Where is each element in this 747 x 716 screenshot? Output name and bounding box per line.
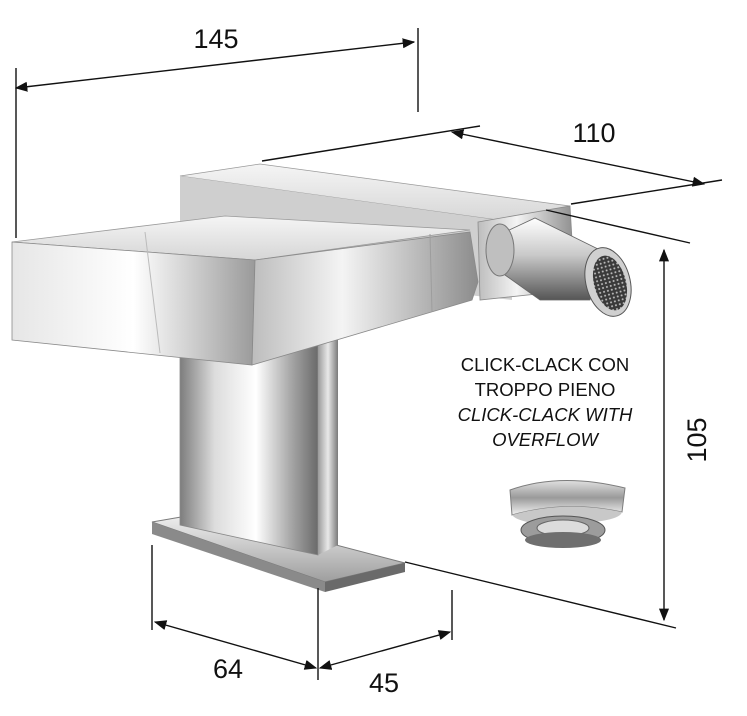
dimension-lines bbox=[14, 28, 723, 680]
faucet bbox=[11, 163, 632, 592]
column-front bbox=[179, 339, 319, 556]
dim-line-110 bbox=[450, 129, 706, 187]
caption-line-it-2: TROPPO PIENO bbox=[474, 379, 616, 400]
lever-front-right bbox=[251, 231, 479, 366]
base-plate-edge bbox=[152, 522, 325, 592]
lever-front-left bbox=[11, 241, 256, 366]
plug-caption: CLICK-CLACK CON TROPPO PIENO CLICK-CLACK… bbox=[430, 352, 660, 452]
dim-label-105: 105 bbox=[682, 417, 712, 462]
dim-line-145 bbox=[14, 38, 416, 92]
spout-nozzle bbox=[485, 217, 632, 317]
caption-line-it-1: CLICK-CLACK CON bbox=[460, 354, 630, 375]
caption-line-en-2: OVERFLOW bbox=[492, 429, 598, 450]
dim-label-64: 64 bbox=[213, 654, 243, 684]
column-side bbox=[318, 330, 338, 555]
click-clack-plug bbox=[509, 479, 626, 548]
dim-line-64 bbox=[153, 620, 318, 670]
dim-label-110: 110 bbox=[572, 118, 615, 148]
dim-label-45: 45 bbox=[369, 668, 399, 698]
dim-label-145: 145 bbox=[193, 24, 238, 54]
dim-line-45 bbox=[318, 630, 452, 670]
caption-line-en-1: CLICK-CLACK WITH bbox=[457, 404, 633, 425]
